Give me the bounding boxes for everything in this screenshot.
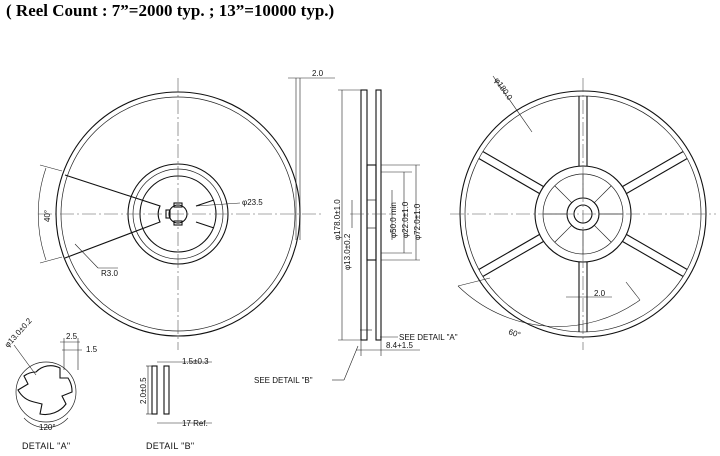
front-angle-arc xyxy=(37,167,47,261)
detail-a-diameter-leader xyxy=(13,344,37,376)
side-hub-d3-label: φ72.0±1.0 xyxy=(413,203,422,240)
front-angle-extension xyxy=(39,164,63,264)
reel-count-title: ( Reel Count : 7”=2000 typ. ; 13”=10000 … xyxy=(6,1,335,20)
front-angle-label: 40° xyxy=(43,210,52,222)
detail-b-flange-right xyxy=(163,365,170,415)
front-view: 40° R3.0 φ23.5 xyxy=(37,78,322,350)
detail-b-leader xyxy=(343,345,359,381)
front-radius-label: R3.0 xyxy=(101,269,118,278)
detail-a-key-depth-label: 1.5 xyxy=(86,345,98,354)
back-angle-arc xyxy=(457,285,641,327)
back-rib-label: 2.0 xyxy=(594,289,606,298)
back-view: φ180.0 2.0 60° xyxy=(450,75,716,350)
detail-b: 2.0±0.5 1.5±0.3 17 Ref. DETAIL "B" xyxy=(139,357,212,451)
side-outer-diameter-label: φ178.0±1.0 xyxy=(333,199,342,240)
detail-a-angle-label: 120° xyxy=(39,423,56,432)
back-diameter-label: φ180.0 xyxy=(492,76,514,102)
back-diameter-leader xyxy=(492,75,533,133)
detail-b-ref-label: 17 Ref. xyxy=(182,419,208,428)
see-detail-a-label: SEE DETAIL "A" xyxy=(399,333,458,342)
front-radius-leader xyxy=(74,243,99,269)
detail-a-key-width-label: 2.5 xyxy=(66,332,78,341)
side-view: 2.0 φ178.0±1.0 φ13.0±0.2 φ50.0 min φ22.0… xyxy=(254,69,458,385)
detail-b-caption: DETAIL "B" xyxy=(146,441,194,451)
side-arbor-diameter-label: φ13.0±0.2 xyxy=(343,233,352,270)
see-detail-b-label: SEE DETAIL "B" xyxy=(254,376,313,385)
detail-a-caption: DETAIL "A" xyxy=(22,441,70,451)
side-width-label: 8.4+1.5 xyxy=(386,341,413,350)
front-hub-leader xyxy=(195,202,241,207)
side-thickness-label: 2.0 xyxy=(312,69,324,78)
side-left-flange xyxy=(360,89,368,341)
detail-a: φ13.0±0.2 2.5 1.5 120° DETAIL "A" xyxy=(3,316,98,451)
detail-b-gap-label: 1.5±0.3 xyxy=(182,357,209,366)
side-hub xyxy=(366,164,377,261)
detail-b-height-label: 2.0±0.5 xyxy=(139,377,148,404)
back-angle-label: 60° xyxy=(507,327,521,339)
detail-a-diameter-label: φ13.0±0.2 xyxy=(3,316,34,349)
detail-a-arbor-shape xyxy=(17,365,73,416)
front-hub-diameter-label: φ23.5 xyxy=(242,198,263,207)
side-hub-d1-label: φ50.0 min xyxy=(389,202,398,238)
side-right-flange xyxy=(375,89,382,341)
front-hub-spokes xyxy=(195,199,215,229)
detail-a-angle-arc xyxy=(23,417,69,428)
side-hub-d2-label: φ22.0±1.0 xyxy=(401,201,410,238)
detail-b-flange-left xyxy=(151,365,158,415)
